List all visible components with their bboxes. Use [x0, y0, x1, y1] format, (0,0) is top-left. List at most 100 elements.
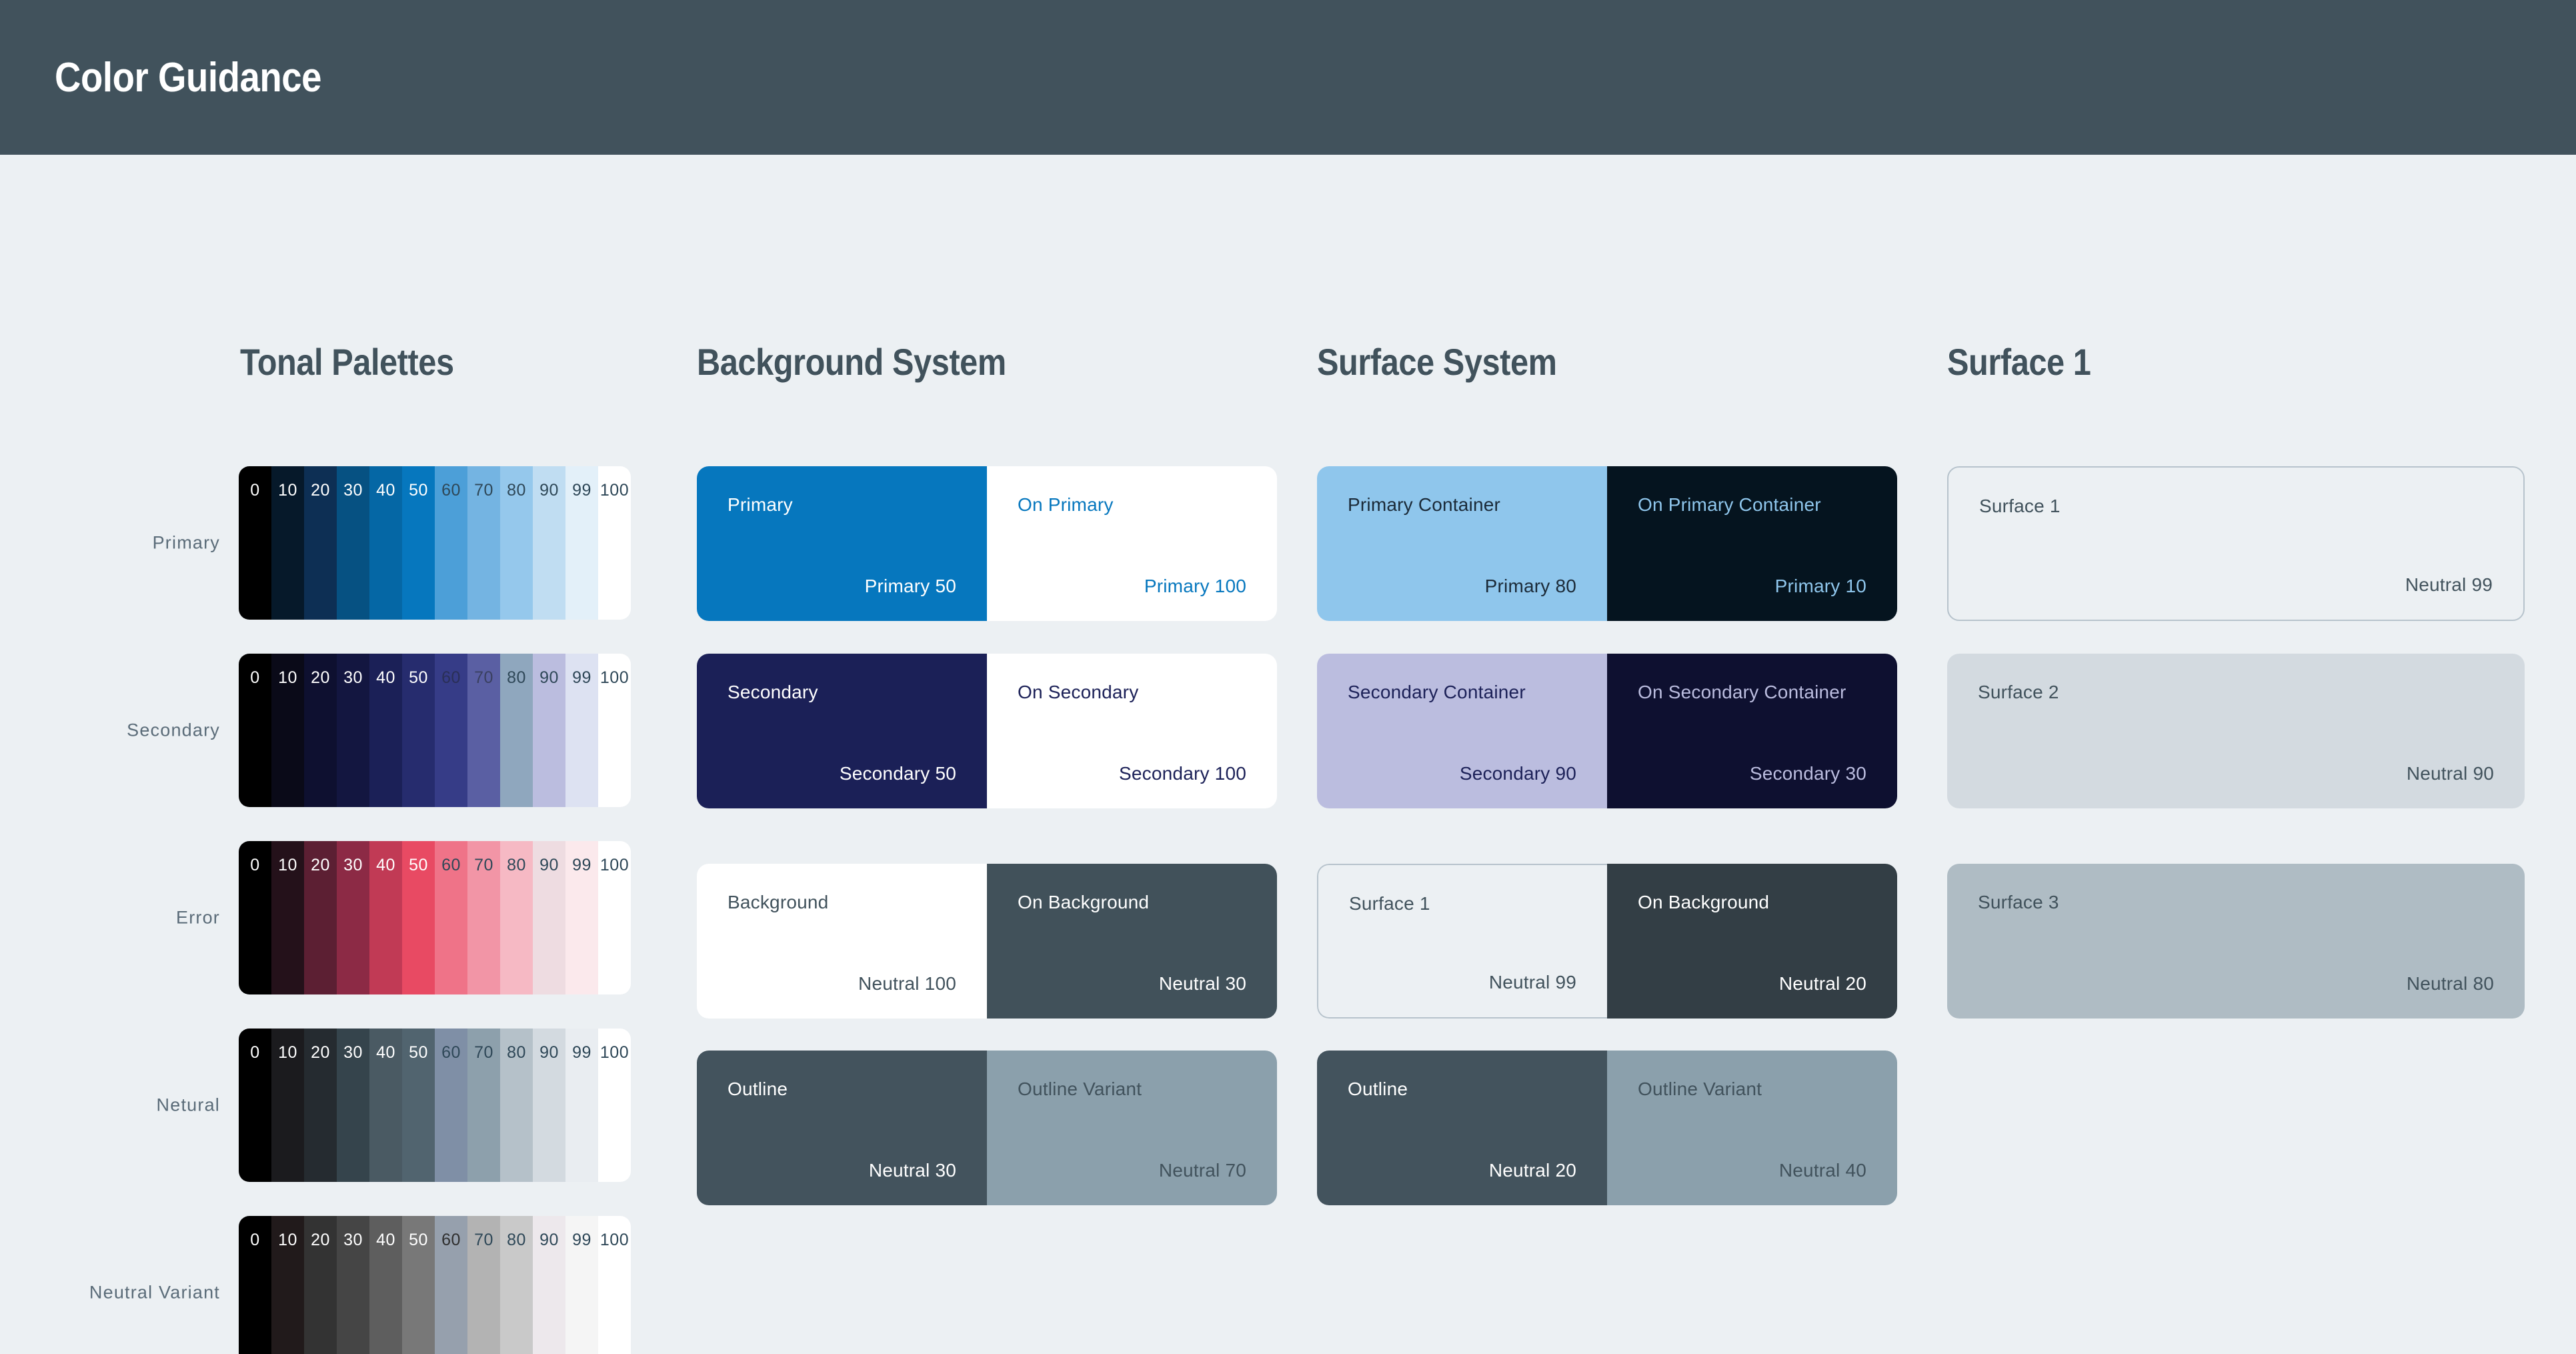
palette-swatch[interactable]: 40 [369, 654, 402, 807]
palette-swatch[interactable]: 80 [500, 1216, 533, 1354]
section-heading-tonal-palettes: Tonal Palettes [240, 341, 454, 383]
palette-swatch-step-label: 99 [572, 481, 591, 500]
palette-swatch[interactable]: 70 [467, 1029, 500, 1182]
palette-swatch[interactable]: 0 [239, 1216, 271, 1354]
palette-swatch[interactable]: 20 [304, 466, 337, 620]
palette-swatch[interactable]: 50 [402, 1029, 435, 1182]
palette-swatch[interactable]: 100 [598, 1216, 631, 1354]
palette-swatch[interactable]: 100 [598, 654, 631, 807]
palette-swatch[interactable]: 0 [239, 841, 271, 994]
palette-swatch[interactable]: 50 [402, 841, 435, 994]
palette-swatch-step-label: 30 [343, 481, 363, 500]
palette-swatch[interactable]: 60 [435, 466, 467, 620]
palette-swatch[interactable]: 0 [239, 466, 271, 620]
palette-swatch[interactable]: 30 [337, 1216, 369, 1354]
palette-swatch[interactable]: 30 [337, 466, 369, 620]
palette-swatch[interactable]: 10 [271, 466, 304, 620]
palette-swatch[interactable]: 0 [239, 1029, 271, 1182]
palette-swatch[interactable]: 60 [435, 654, 467, 807]
palette-swatch[interactable]: 80 [500, 466, 533, 620]
palette-swatch[interactable]: 30 [337, 1029, 369, 1182]
palette-swatch[interactable]: 70 [467, 841, 500, 994]
palette-swatch[interactable]: 40 [369, 466, 402, 620]
palette-swatch[interactable]: 10 [271, 654, 304, 807]
palette-swatch[interactable]: 20 [304, 1216, 337, 1354]
color-token-reference: Secondary 30 [1749, 763, 1866, 784]
palette-swatch[interactable]: 10 [271, 1029, 304, 1182]
palette-swatch[interactable]: 90 [533, 1216, 565, 1354]
palette-swatch[interactable]: 60 [435, 841, 467, 994]
palette-swatch[interactable]: 60 [435, 1216, 467, 1354]
palette-swatch[interactable]: 70 [467, 654, 500, 807]
palette-swatch[interactable]: 100 [598, 841, 631, 994]
palette-swatch[interactable]: 90 [533, 654, 565, 807]
palette-swatch[interactable]: 30 [337, 841, 369, 994]
palette-swatch[interactable]: 100 [598, 466, 631, 620]
palette-swatch[interactable]: 50 [402, 654, 435, 807]
palette-swatch[interactable]: 99 [565, 1216, 598, 1354]
palette-swatch[interactable]: 20 [304, 654, 337, 807]
palette-swatch[interactable]: 99 [565, 654, 598, 807]
palette-swatch[interactable]: 50 [402, 1216, 435, 1354]
palette-swatch[interactable]: 70 [467, 1216, 500, 1354]
palette-swatch[interactable]: 10 [271, 1216, 304, 1354]
color-token-name: Secondary [728, 682, 818, 702]
palette-swatch[interactable]: 0 [239, 654, 271, 807]
palette-swatch[interactable]: 20 [304, 841, 337, 994]
palette-swatch[interactable]: 90 [533, 1029, 565, 1182]
palette-swatch[interactable]: 40 [369, 1029, 402, 1182]
palette-swatch[interactable]: 40 [369, 841, 402, 994]
palette-swatch[interactable]: 40 [369, 1216, 402, 1354]
palette-swatch[interactable]: 30 [337, 654, 369, 807]
palette-swatch[interactable]: 99 [565, 466, 598, 620]
palette-swatch[interactable]: 99 [565, 841, 598, 994]
palette-swatch-step-label: 0 [250, 1231, 260, 1249]
palette-swatch-step-label: 99 [572, 668, 591, 687]
color-token-name: Outline [728, 1079, 788, 1099]
palette-swatch[interactable]: 10 [271, 841, 304, 994]
palette-swatch[interactable]: 100 [598, 1029, 631, 1182]
palette-swatch[interactable]: 60 [435, 1029, 467, 1182]
palette-swatch[interactable]: 90 [533, 466, 565, 620]
palette-swatch-step-label: 20 [311, 856, 330, 874]
palette-swatch[interactable]: 99 [565, 1029, 598, 1182]
palette-swatch[interactable]: 80 [500, 841, 533, 994]
palette-swatch[interactable]: 20 [304, 1029, 337, 1182]
palette-swatch[interactable]: 90 [533, 841, 565, 994]
palette-swatch-step-label: 40 [376, 1231, 395, 1249]
color-token-reference: Neutral 20 [1488, 1160, 1576, 1181]
palette-swatch[interactable]: 70 [467, 466, 500, 620]
palette-swatch[interactable]: 80 [500, 1029, 533, 1182]
palette-swatch[interactable]: 50 [402, 466, 435, 620]
palette-swatch[interactable]: 80 [500, 654, 533, 807]
palette-swatch-step-label: 10 [278, 481, 297, 500]
